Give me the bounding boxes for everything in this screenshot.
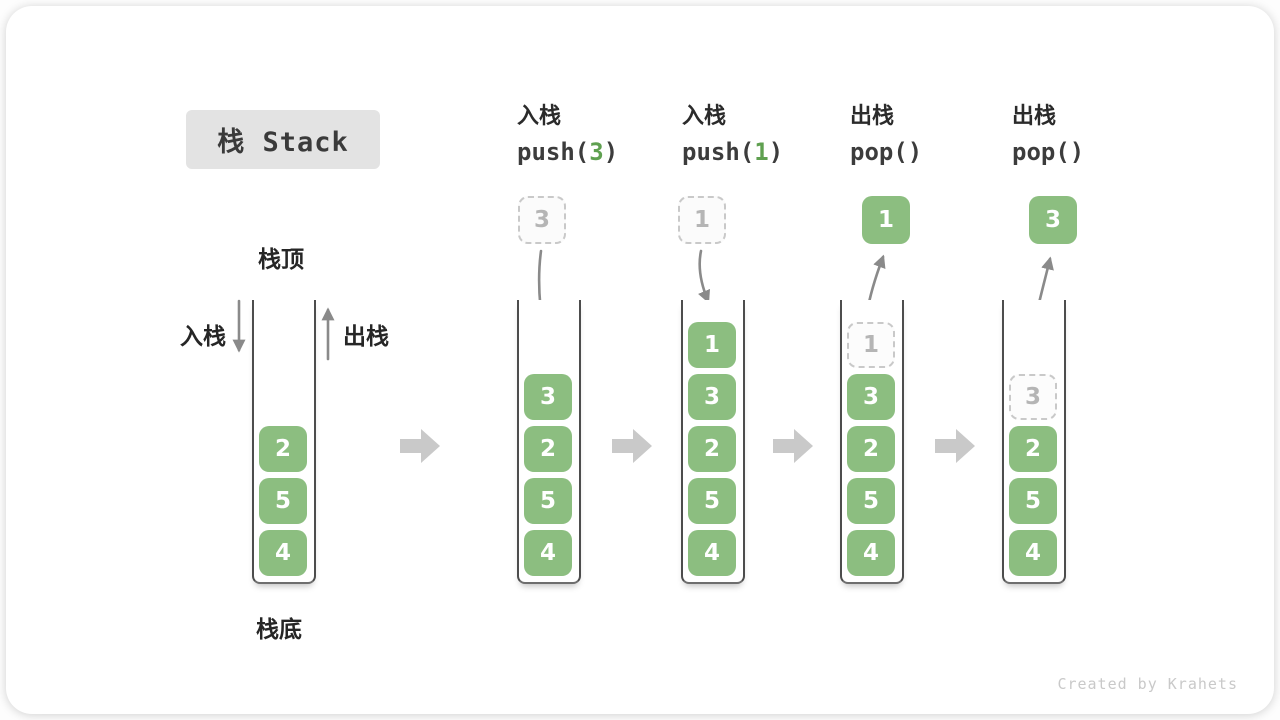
floating-item-stage-pop-1: 1 (862, 196, 910, 244)
stack-item: 2 (1009, 426, 1057, 472)
stack-item: 2 (524, 426, 572, 472)
watermark: Created by Krahets (1057, 675, 1238, 693)
operation-code: push(3) (517, 136, 618, 168)
code-post: ) (768, 138, 784, 166)
stack-item: 5 (524, 478, 572, 524)
stack-bottom-label: 栈底 (256, 617, 302, 643)
code-pre: push( (682, 138, 755, 166)
stack-item: 2 (259, 426, 307, 472)
stack-item: 4 (1009, 530, 1057, 576)
stack-item-ghost: 1 (847, 322, 895, 368)
stack-item: 3 (524, 374, 572, 420)
stack-item: 1 (688, 322, 736, 368)
push-label: 入栈 (180, 324, 226, 350)
operation-label: 入栈 (682, 104, 727, 129)
floating-item-stage-push-3: 3 (518, 196, 566, 244)
code-arg: 3 (589, 138, 604, 166)
stack-item: 4 (847, 530, 895, 576)
code-post: ) (1069, 138, 1085, 166)
code-pre: pop( (1012, 138, 1070, 166)
stack-item: 3 (688, 374, 736, 420)
operation-code: pop() (850, 136, 922, 168)
stack-item: 2 (847, 426, 895, 472)
pop-label: 出栈 (343, 324, 389, 350)
operation-label: 入栈 (517, 104, 562, 129)
stack-item: 5 (259, 478, 307, 524)
stack-item-ghost: 3 (1009, 374, 1057, 420)
operation-label: 出栈 (850, 104, 895, 129)
operation-code: pop() (1012, 136, 1084, 168)
code-pre: pop( (850, 138, 908, 166)
column-header-stage-pop-1: 出栈 pop() (850, 102, 922, 168)
stack-item: 5 (688, 478, 736, 524)
code-pre: push( (517, 138, 590, 166)
code-post: ) (907, 138, 923, 166)
stack-item: 5 (1009, 478, 1057, 524)
stack-item: 4 (259, 530, 307, 576)
code-post: ) (603, 138, 619, 166)
floating-item-stage-push-1: 1 (678, 196, 726, 244)
stack-item: 2 (688, 426, 736, 472)
column-header-stage-push-1: 入栈 push(1) (682, 102, 783, 168)
stack-item: 4 (688, 530, 736, 576)
floating-item-stage-pop-3: 3 (1029, 196, 1077, 244)
stack-item: 3 (847, 374, 895, 420)
stack-top-label: 栈顶 (258, 247, 304, 273)
operation-code: push(1) (682, 136, 783, 168)
diagram-title: 栈 Stack (186, 110, 380, 169)
code-arg: 1 (754, 138, 769, 166)
operation-label: 出栈 (1012, 104, 1057, 129)
stack-item: 4 (524, 530, 572, 576)
column-header-stage-pop-3: 出栈 pop() (1012, 102, 1084, 168)
column-header-stage-push-3: 入栈 push(3) (517, 102, 618, 168)
stack-item: 5 (847, 478, 895, 524)
